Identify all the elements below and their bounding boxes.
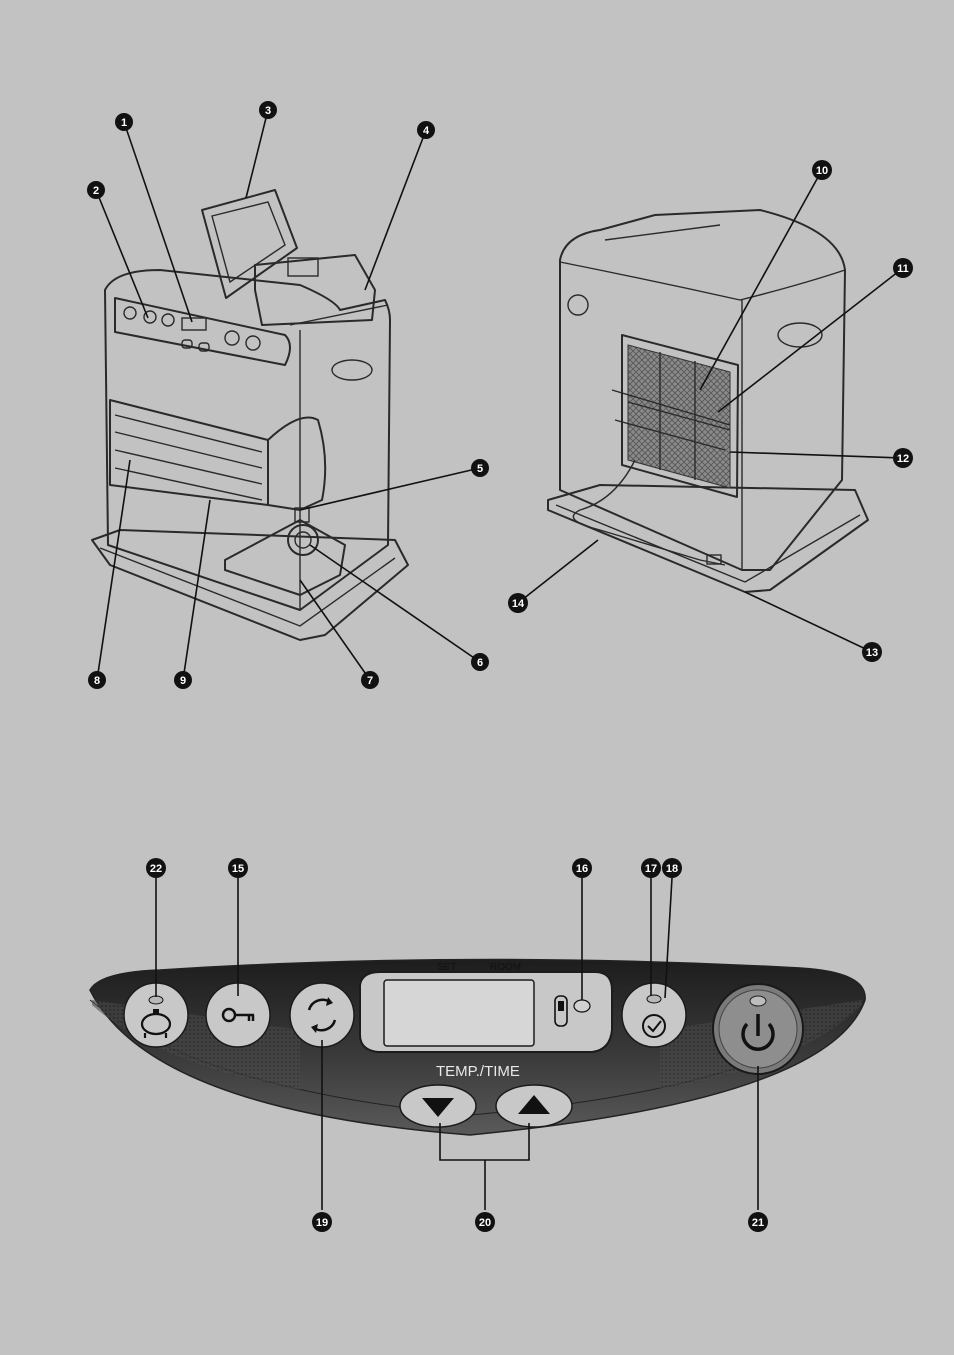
svg-text:13: 13 — [866, 647, 878, 659]
svg-text:12: 12 — [897, 453, 909, 465]
key-icon — [221, 1007, 255, 1023]
svg-text:9: 9 — [180, 675, 186, 687]
svg-text:7: 7 — [367, 675, 373, 687]
power-button[interactable] — [712, 983, 804, 1075]
callout-9: 9 — [174, 671, 192, 689]
clock-check-icon — [642, 1014, 666, 1038]
callout-leaders-panel — [155, 877, 759, 1210]
set-label: SET — [437, 962, 456, 973]
temp-up-button[interactable] — [495, 1084, 573, 1128]
heater-front-view — [91, 189, 409, 641]
timer-button[interactable] — [621, 982, 687, 1048]
svg-text:5: 5 — [477, 463, 483, 475]
callout-16: 16 — [572, 858, 592, 878]
callout-19: 19 — [312, 1212, 332, 1232]
circular-arrows-icon — [307, 997, 337, 1033]
callout-badges: 1 2 3 4 5 6 7 8 9 10 11 12 13 14 15 16 1… — [87, 101, 913, 1232]
power-led — [749, 995, 767, 1007]
callout-4: 4 — [417, 121, 435, 139]
temp-time-label: TEMP./TIME — [436, 1063, 520, 1080]
svg-text:19: 19 — [316, 1217, 328, 1229]
down-arrow-icon — [422, 1098, 454, 1117]
callout-20: 20 — [475, 1212, 495, 1232]
callout-21: 21 — [748, 1212, 768, 1232]
eco-led — [148, 995, 164, 1005]
callout-14: 14 — [508, 593, 528, 613]
room-label: ROOM — [490, 962, 521, 973]
svg-text:22: 22 — [150, 863, 162, 875]
callout-18: 18 — [662, 858, 682, 878]
callout-22: 22 — [146, 858, 166, 878]
callout-7: 7 — [361, 671, 379, 689]
callout-15: 15 — [228, 858, 248, 878]
piggy-bank-icon — [140, 1009, 172, 1038]
filter-indicator-led — [573, 999, 591, 1013]
svg-text:16: 16 — [576, 863, 588, 875]
callout-8: 8 — [88, 671, 106, 689]
filter-indicator-icon — [554, 995, 568, 1027]
svg-text:14: 14 — [512, 598, 525, 610]
svg-text:4: 4 — [423, 125, 430, 137]
fan-button[interactable] — [289, 982, 355, 1048]
callout-1: 1 — [115, 113, 133, 131]
timer-led — [646, 994, 662, 1004]
callout-leaders-top — [95, 109, 904, 681]
svg-text:18: 18 — [666, 863, 678, 875]
callout-13: 13 — [862, 642, 882, 662]
callout-3: 3 — [259, 101, 277, 119]
svg-text:17: 17 — [645, 863, 657, 875]
heater-back-view — [547, 209, 869, 593]
svg-text:8: 8 — [94, 675, 100, 687]
svg-text:6: 6 — [477, 657, 483, 669]
svg-text:15: 15 — [232, 863, 244, 875]
callout-5: 5 — [471, 459, 489, 477]
temperature-display — [383, 979, 535, 1047]
callout-10: 10 — [812, 160, 832, 180]
svg-text:10: 10 — [816, 165, 828, 177]
svg-text:1: 1 — [121, 117, 127, 129]
callout-2: 2 — [87, 181, 105, 199]
svg-text:20: 20 — [479, 1217, 491, 1229]
callout-6: 6 — [471, 653, 489, 671]
svg-text:21: 21 — [752, 1217, 764, 1229]
svg-text:11: 11 — [897, 263, 909, 275]
callout-12: 12 — [893, 448, 913, 468]
eco-button[interactable] — [123, 982, 189, 1048]
control-panel: SET ROOM — [89, 958, 866, 1136]
svg-text:3: 3 — [265, 105, 271, 117]
callout-11: 11 — [893, 258, 913, 278]
up-arrow-icon — [518, 1095, 550, 1114]
callout-17: 17 — [641, 858, 661, 878]
temp-down-button[interactable] — [399, 1084, 477, 1128]
power-icon — [741, 1014, 775, 1051]
svg-text:2: 2 — [93, 185, 99, 197]
